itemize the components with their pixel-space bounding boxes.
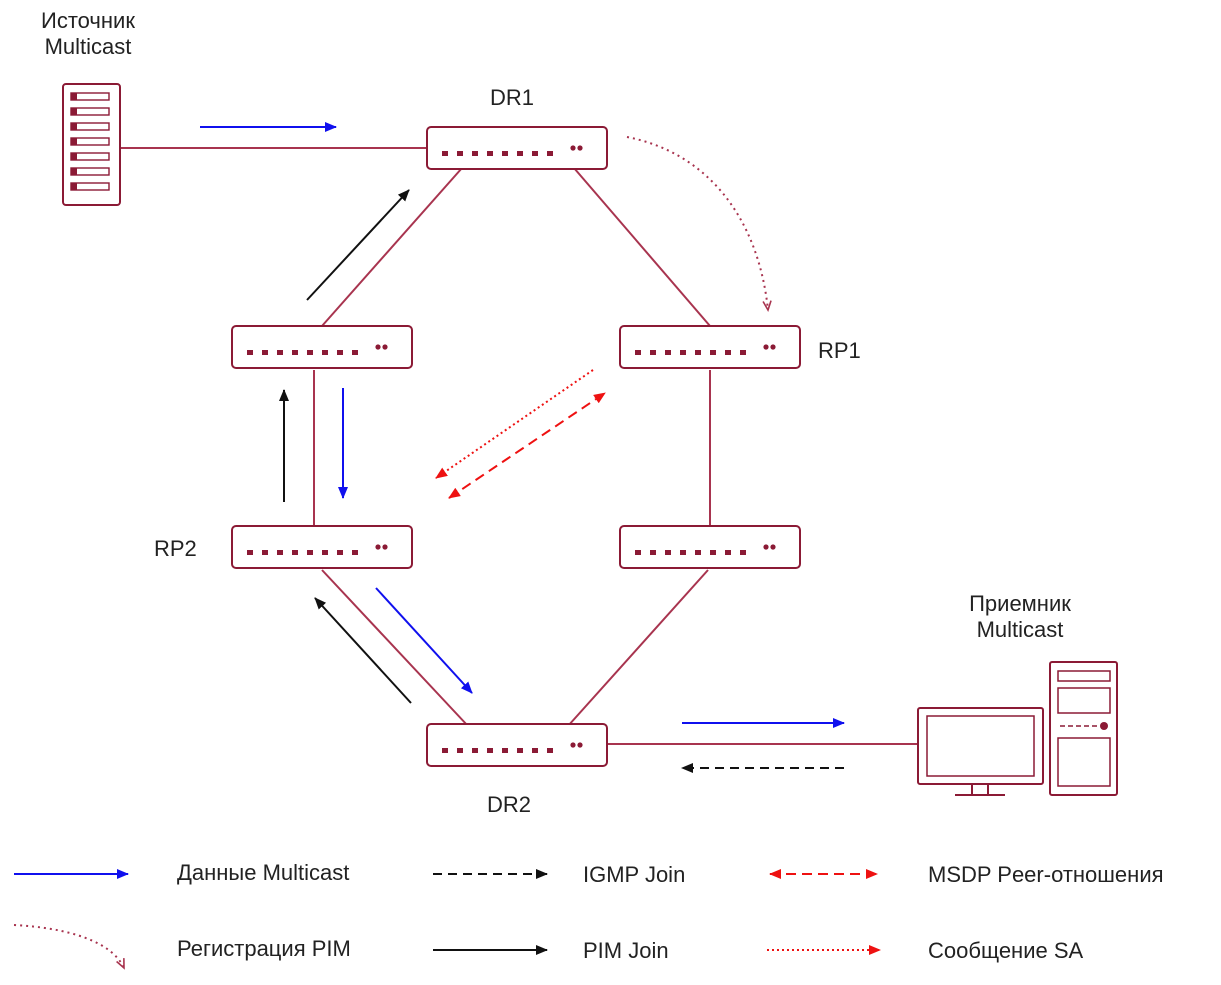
source-label-line2: Multicast	[44, 34, 132, 59]
legend-register-symbol	[13, 924, 125, 970]
legend-msdp-peer: MSDP Peer-отношения	[928, 862, 1164, 887]
dr2-label: DR2	[487, 792, 532, 817]
source-label: Источник Multicast	[28, 8, 148, 60]
link-dr1-r2	[321, 167, 463, 327]
pim-arrow-up-dr1	[306, 189, 410, 301]
legend-igmp-join: IGMP Join	[583, 862, 686, 887]
receiver-label: Приемник Multicast	[950, 591, 1090, 643]
rp2-label: RP2	[154, 536, 197, 561]
router-rp2	[231, 525, 413, 569]
router-rp1	[619, 325, 801, 369]
receiver-label-line2: Multicast	[976, 617, 1064, 642]
links	[120, 147, 920, 745]
pim-register-curve	[626, 136, 772, 312]
receiver-label-line1: Приемник	[969, 591, 1071, 616]
source-label-line1: Источник	[41, 8, 135, 33]
sa-message-arrow	[435, 369, 594, 479]
router-left-upper	[231, 325, 413, 369]
link-rp2-dr2-a	[321, 569, 469, 727]
router-dr2	[426, 723, 608, 767]
rp1-label: RP1	[818, 338, 861, 363]
msdp-peer-arrow	[448, 392, 606, 499]
pim-join-arrow	[314, 597, 412, 704]
legend-sa-message: Сообщение SA	[928, 938, 1084, 963]
dr1-label: DR1	[490, 85, 535, 110]
router-dr1	[426, 126, 608, 170]
link-r6-dr2	[567, 569, 709, 727]
legend-symbols	[13, 869, 881, 970]
legend-pim-register: Регистрация PIM	[177, 936, 351, 961]
legend-pim-join: PIM Join	[583, 938, 669, 963]
link-dr1-rp1	[573, 167, 711, 327]
router-right-lower	[619, 525, 801, 569]
legend-multicast-data: Данные Multicast	[177, 860, 350, 885]
computer-icon	[917, 661, 1118, 796]
server-icon	[62, 83, 121, 206]
multicast-arrow-rp2-dr2	[375, 587, 473, 694]
